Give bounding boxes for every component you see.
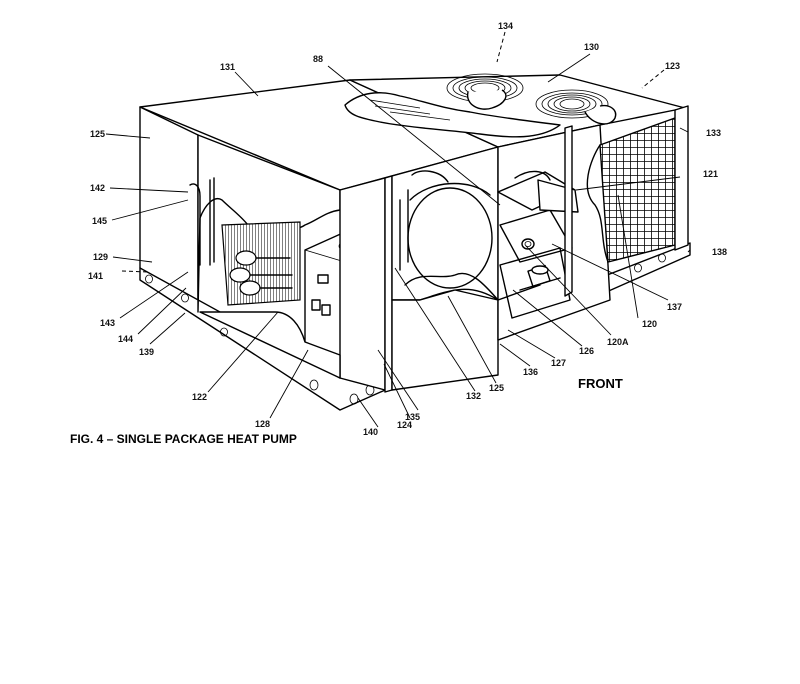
corner-post — [674, 105, 689, 251]
fan-left — [446, 73, 524, 110]
callout-137: 137 — [667, 302, 682, 312]
center-post-side — [384, 175, 393, 393]
callout-139: 139 — [139, 347, 154, 357]
floor-panel — [199, 311, 341, 379]
callout-133: 133 — [706, 128, 721, 138]
callout-135: 135 — [405, 412, 420, 422]
callout-122: 122 — [192, 392, 207, 402]
callout-125-left: 125 — [90, 129, 105, 139]
callout-132: 132 — [466, 391, 481, 401]
top-rear-panel — [349, 74, 686, 148]
callout-120a: 120A — [607, 337, 629, 347]
callout-127: 127 — [551, 358, 566, 368]
callout-134: 134 — [498, 21, 513, 31]
callout-120: 120 — [642, 319, 657, 329]
condenser-fans — [344, 73, 617, 138]
callout-140: 140 — [363, 427, 378, 437]
figure-caption: FIG. 4 – SINGLE PACKAGE HEAT PUMP — [70, 432, 297, 446]
callout-88: 88 — [313, 54, 323, 64]
unit-cabinet — [139, 74, 691, 411]
refrigerant-tubes — [229, 250, 293, 296]
callout-128: 128 — [255, 419, 270, 429]
callout-labels: 134 130 123 131 88 125 133 142 121 145 1… — [88, 21, 727, 437]
callout-136: 136 — [523, 367, 538, 377]
callout-131: 131 — [220, 62, 235, 72]
callout-145: 145 — [92, 216, 107, 226]
callout-142: 142 — [90, 183, 105, 193]
blower-compartment — [391, 146, 499, 301]
front-label: FRONT — [578, 376, 623, 391]
fan-right — [535, 89, 617, 125]
callout-121: 121 — [703, 169, 718, 179]
center-post — [339, 177, 386, 391]
leader-lines — [105, 31, 691, 428]
callout-126: 126 — [579, 346, 594, 356]
callout-129: 129 — [93, 252, 108, 262]
blower-access-panel — [391, 289, 499, 391]
callout-144: 144 — [118, 334, 133, 344]
indoor-coil — [221, 221, 301, 306]
callout-130: 130 — [584, 42, 599, 52]
condenser-coil — [599, 117, 676, 263]
right-post — [564, 125, 573, 297]
callout-124: 124 — [397, 420, 412, 430]
fan-duct — [344, 92, 561, 138]
callout-141: 141 — [88, 271, 103, 281]
callout-125-center: 125 — [489, 383, 504, 393]
filter-rack — [189, 177, 215, 266]
callout-123: 123 — [665, 61, 680, 71]
callout-138: 138 — [712, 247, 727, 257]
callout-143: 143 — [100, 318, 115, 328]
compressor-section — [497, 124, 611, 341]
